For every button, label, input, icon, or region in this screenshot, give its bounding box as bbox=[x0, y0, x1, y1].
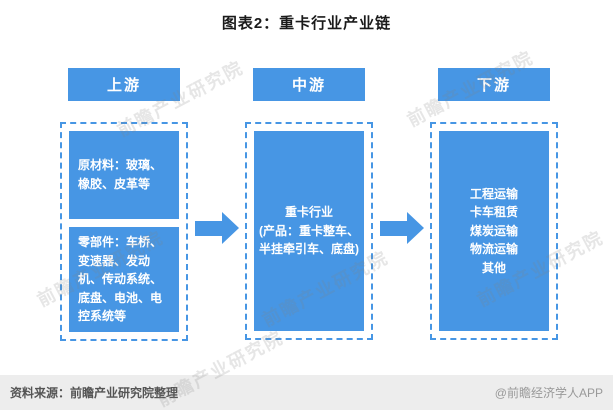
arrow-right-icon bbox=[379, 220, 407, 236]
brand-text: @前瞻经济学人APP bbox=[494, 386, 603, 400]
column-downstream: 下游 工程运输 卡车租赁 煤炭运输 物流运输 其他 bbox=[430, 68, 558, 340]
column-upstream: 上游 原材料：玻璃、橡胶、皮革等 零部件：车桥、变速器、发动机、传动系统、底盘、… bbox=[60, 68, 188, 341]
diagram-body: 上游 原材料：玻璃、橡胶、皮革等 零部件：车桥、变速器、发动机、传动系统、底盘、… bbox=[0, 68, 613, 341]
downstream-box-applications: 工程运输 卡车租赁 煤炭运输 物流运输 其他 bbox=[439, 131, 549, 331]
upstream-box-raw-materials: 原材料：玻璃、橡胶、皮革等 bbox=[69, 131, 179, 219]
midstream-header: 中游 bbox=[253, 68, 365, 101]
midstream-group: 重卡行业 (产品：重卡整车、 半挂牵引车、底盘) bbox=[245, 122, 373, 340]
arrow-right-icon bbox=[194, 220, 222, 236]
downstream-group: 工程运输 卡车租赁 煤炭运输 物流运输 其他 bbox=[430, 122, 558, 340]
column-midstream: 中游 重卡行业 (产品：重卡整车、 半挂牵引车、底盘) bbox=[245, 68, 373, 340]
arrow-zone-1 bbox=[188, 68, 245, 340]
upstream-group: 原材料：玻璃、橡胶、皮革等 零部件：车桥、变速器、发动机、传动系统、底盘、电池、… bbox=[60, 122, 188, 341]
upstream-header: 上游 bbox=[68, 68, 180, 101]
footer-bar: 资料来源：前瞻产业研究院整理 @前瞻经济学人APP bbox=[0, 375, 613, 410]
source-text: 资料来源：前瞻产业研究院整理 bbox=[10, 386, 179, 400]
downstream-header: 下游 bbox=[438, 68, 550, 101]
arrow-zone-2 bbox=[373, 68, 430, 340]
chart-title: 图表2：重卡行业产业链 bbox=[221, 15, 392, 32]
upstream-box-parts: 零部件：车桥、变速器、发动机、传动系统、底盘、电池、电控系统等 bbox=[69, 227, 179, 332]
midstream-box-industry: 重卡行业 (产品：重卡整车、 半挂牵引车、底盘) bbox=[254, 131, 364, 331]
